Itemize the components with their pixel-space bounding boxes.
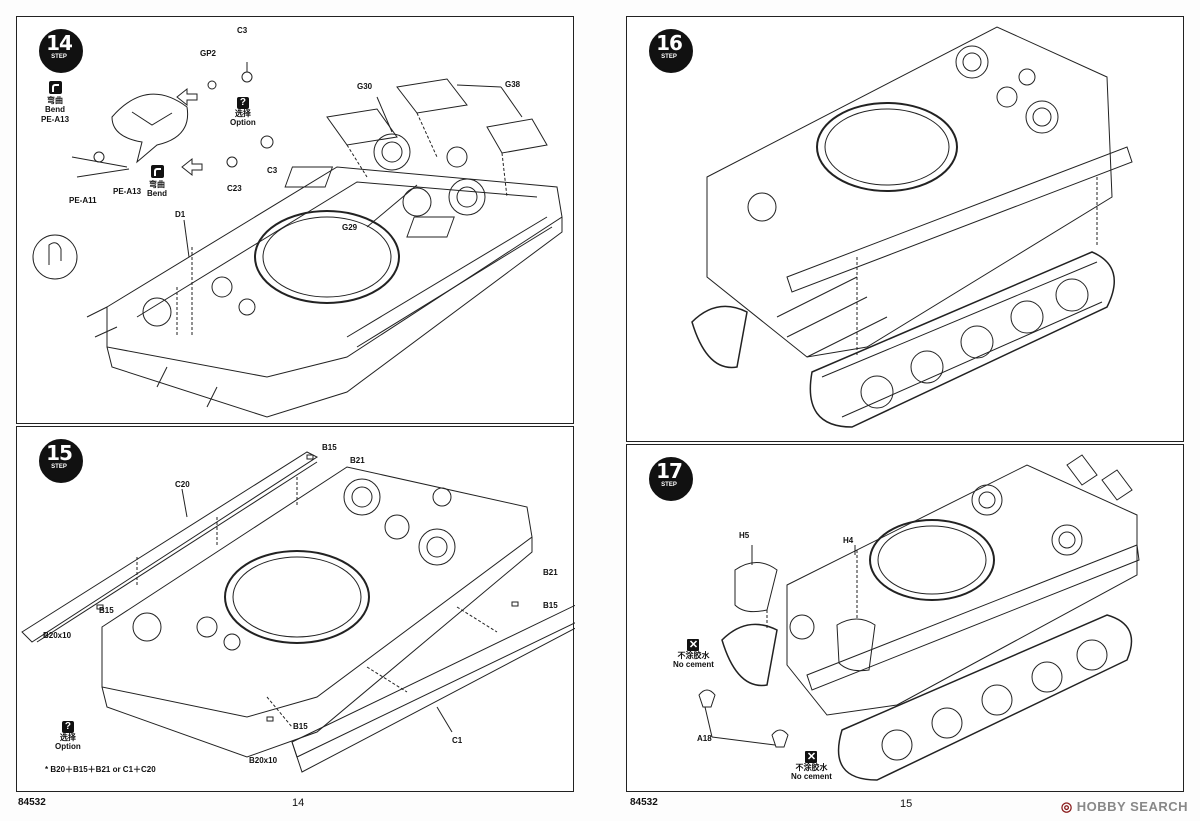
step-label: STEP — [51, 54, 67, 60]
step-badge-circle — [39, 439, 83, 483]
callout-pe-a11: PE-A11 — [69, 196, 97, 205]
bend-en: Bend — [147, 189, 167, 199]
bend-note-pe-a13: 弯曲 Bend PE-A13 — [41, 81, 69, 124]
bend-icon — [48, 81, 62, 94]
step-badge-circle — [649, 29, 693, 73]
step-badge-circle — [39, 29, 83, 73]
callout-h5: H5 — [739, 531, 750, 540]
bend-cn: 弯曲 — [47, 96, 63, 106]
step-label: STEP — [661, 54, 677, 60]
step-17-badge: 17 STEP — [649, 457, 693, 501]
step-16-panel: 16 STEP — [626, 16, 1184, 442]
bend-note-2: 弯曲 Bend — [147, 165, 167, 199]
no-cement-icon: ✕ — [687, 639, 700, 651]
option-en: Option — [230, 118, 256, 128]
step-14-panel: 14 STEP GP2 C3 G30 G38 C23 C3 D1 G29 PE-… — [16, 16, 574, 424]
callout-g38: G38 — [505, 80, 521, 89]
bend-cn: 弯曲 — [149, 180, 165, 190]
step-badge-circle — [649, 457, 693, 501]
option-en: Option — [55, 742, 81, 752]
callout-b21-top: B21 — [350, 456, 365, 465]
callout-a18: A18 — [697, 734, 712, 743]
step-14-badge: 14 STEP — [39, 29, 83, 73]
no-cement-note-2: ✕ 不涂胶水 No cement — [791, 751, 832, 781]
callout-g30: G30 — [357, 82, 373, 91]
question-icon: ? — [61, 721, 74, 733]
right-product-code: 84532 — [630, 797, 658, 808]
left-product-code: 84532 — [18, 797, 46, 808]
callout-g29: G29 — [342, 223, 358, 232]
step-number: 15 — [46, 441, 73, 465]
bend-icon — [150, 165, 164, 178]
option-note-14: ? 选择 Option — [230, 97, 256, 127]
callout-gp2: GP2 — [200, 49, 217, 58]
bend-part: PE-A13 — [41, 114, 70, 124]
callout-b20x10-left: B20x10 — [43, 631, 72, 640]
callout-b21-right: B21 — [543, 568, 558, 577]
left-page-number: 14 — [292, 797, 305, 809]
callout-b15-left: B15 — [99, 606, 114, 615]
step-15-badge: 15 STEP — [39, 439, 83, 483]
question-icon: ? — [236, 97, 249, 109]
step-15-hull-drawing — [21, 451, 575, 773]
no-cement-cn: 不涂胶水 — [677, 651, 710, 660]
step-label: STEP — [661, 482, 677, 488]
callout-c23: C23 — [227, 184, 242, 193]
callout-c3-top: C3 — [237, 26, 248, 35]
watermark-logo-icon: ◎ — [1060, 799, 1073, 814]
step-14-hull-drawing — [32, 62, 563, 418]
option-formula: * B20＋B15＋B21 or C1＋C20 — [45, 765, 156, 774]
step-number: 16 — [656, 31, 683, 55]
no-cement-icon: ✕ — [805, 751, 818, 763]
step-17-panel: 17 STEP H5 H4 A18 ✕ 不涂胶水 No cement ✕ 不涂胶… — [626, 444, 1184, 792]
step-number: 17 — [656, 459, 683, 483]
option-cn: 选择 — [59, 733, 76, 742]
callout-b20x10-bottom: B20x10 — [249, 756, 278, 765]
step-16-hull-drawing — [691, 26, 1133, 428]
option-cn: 选择 — [234, 109, 251, 118]
step-16-badge: 16 STEP — [649, 29, 693, 73]
step-15-panel: 15 STEP C20 B15 B21 B21 B15 B15 B20x10 C… — [16, 426, 575, 792]
callout-b15-right: B15 — [543, 601, 558, 610]
callout-c1: C1 — [452, 736, 463, 745]
right-page-number: 15 — [900, 798, 913, 810]
watermark-text: HOBBY SEARCH — [1076, 799, 1188, 814]
step-label: STEP — [51, 464, 67, 470]
no-cement-en: No cement — [673, 660, 714, 670]
watermark: ◎ HOBBY SEARCH — [1061, 799, 1188, 815]
callout-c20: C20 — [175, 480, 190, 489]
no-cement-note-1: ✕ 不涂胶水 No cement — [673, 639, 714, 669]
callout-pe-a13: PE-A13 — [113, 187, 142, 196]
callout-b15-bottom: B15 — [293, 722, 308, 731]
step-number: 14 — [46, 31, 73, 55]
no-cement-en: No cement — [791, 772, 832, 782]
callout-h4: H4 — [843, 536, 854, 545]
bend-en: Bend — [45, 105, 65, 115]
callout-c3-mid: C3 — [267, 166, 278, 175]
option-note-15: ? 选择 Option — [55, 721, 81, 751]
no-cement-cn: 不涂胶水 — [795, 763, 828, 772]
callout-d1: D1 — [175, 210, 186, 219]
callout-b15-top: B15 — [322, 443, 337, 452]
step-17-hull-drawing — [698, 454, 1140, 781]
